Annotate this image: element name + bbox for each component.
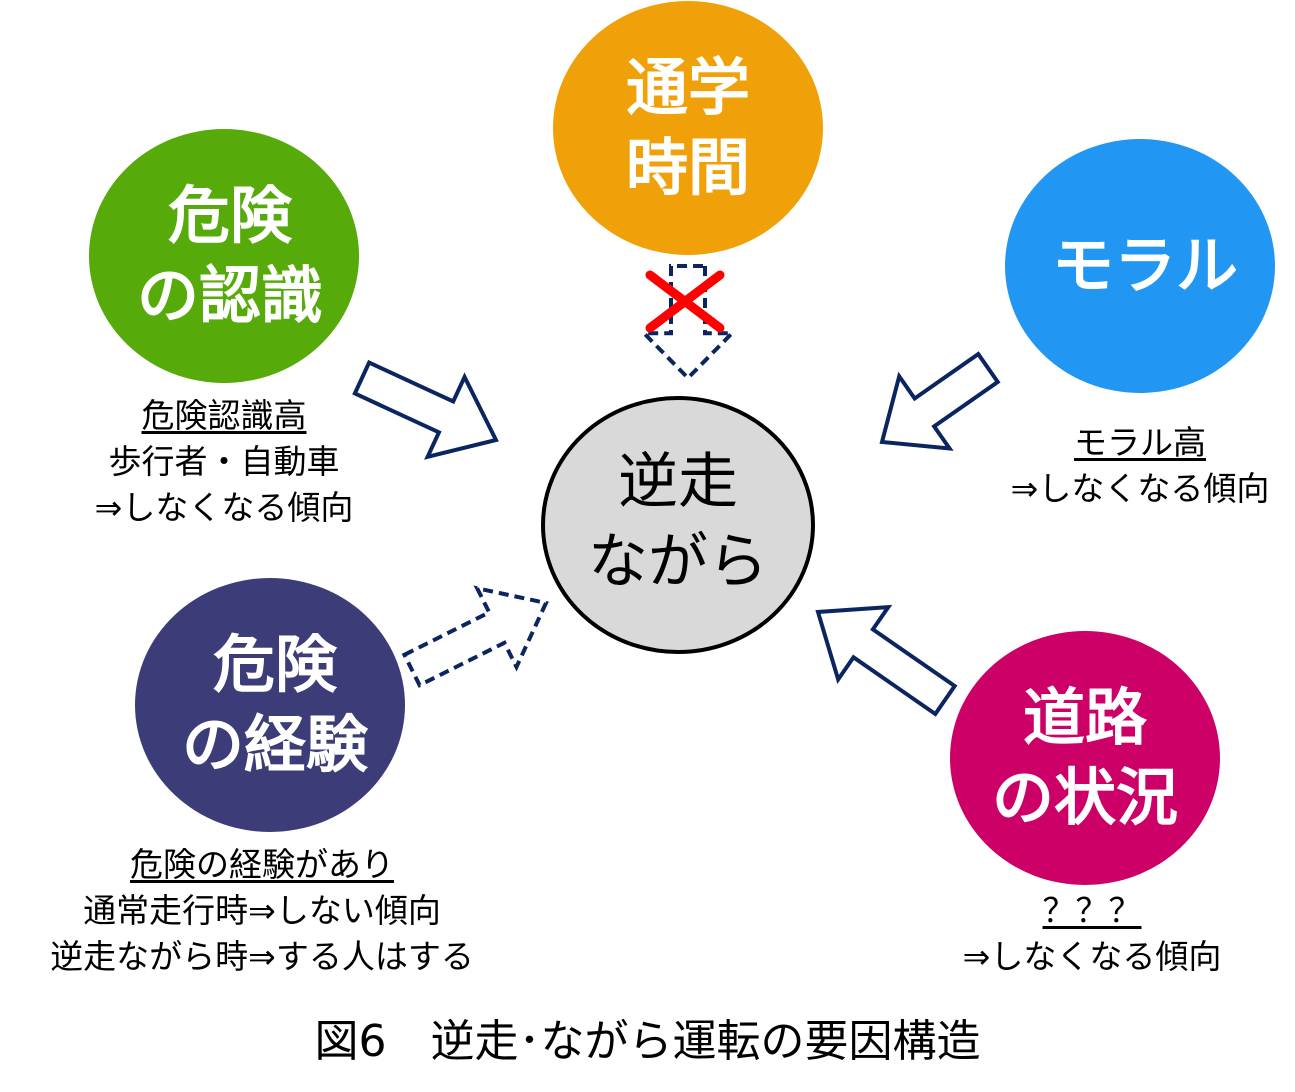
figure-caption: 図6 逆走･ながら運転の要因構造 [314,1016,981,1067]
commute-label: 通学時間 [625,51,750,204]
center-label: 逆走ながら [588,447,768,597]
morals-note: モラル高 ⇒しなくなる傾向 [1010,423,1270,508]
road-circle [950,631,1220,885]
risk-experience-circle [135,578,405,832]
risk-awareness-note: 危険認識高 歩行者・自動車 ⇒しなくなる傾向 [94,396,354,527]
morals-label: モラル [1051,229,1238,302]
risk-experience-arrow [401,585,549,688]
cross-icon [645,270,725,333]
morals-arrow [879,351,1001,451]
morals-circle [1005,139,1275,393]
commute-circle [553,1,823,255]
risk-awareness-circle [89,129,359,383]
risk-awareness-label: 危険の認識 [136,179,323,332]
risk-experience-label: 危険の経験 [181,628,368,781]
road-label: 道路の状況 [991,681,1178,834]
risk-experience-note: 危険の経験があり 通常走行時⇒しない傾向 逆走ながら時⇒する人はする [50,845,474,976]
risk-awareness-arrow [352,359,499,460]
center-circle [541,396,815,654]
road-note: ？？？ ⇒しなくなる傾向 [962,891,1222,976]
commute-arrow [639,264,737,381]
road-arrow [815,604,958,717]
